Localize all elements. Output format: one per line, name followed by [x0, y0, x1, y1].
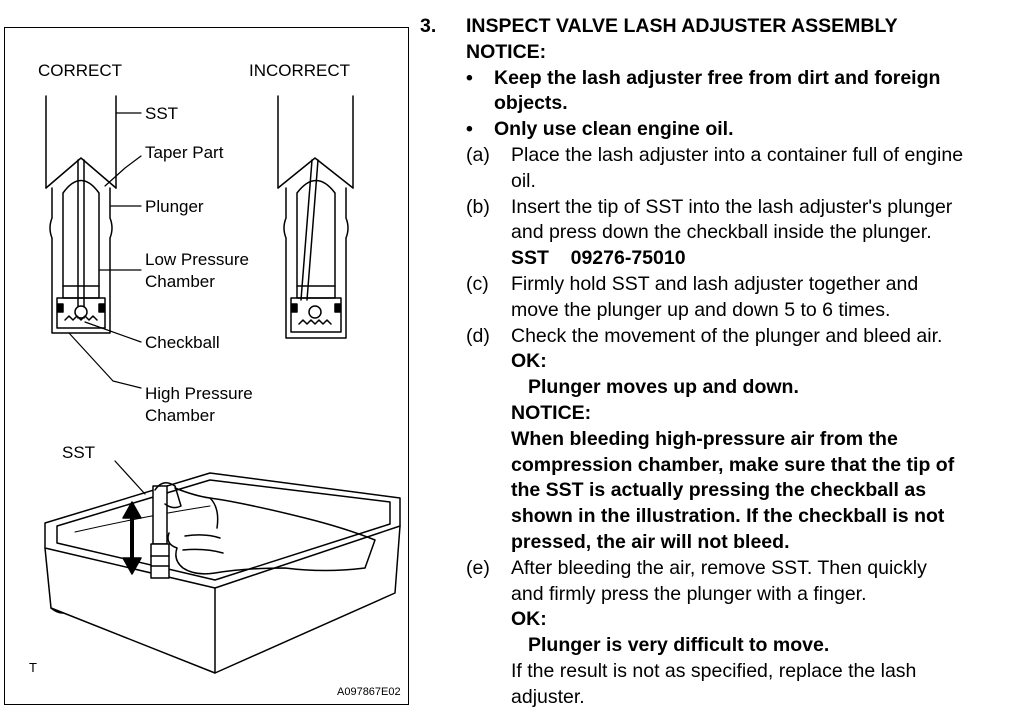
incorrect-adjuster-drawing [277, 95, 354, 339]
figure-code: A097867E02 [337, 686, 401, 698]
plunger-label: Plunger [145, 197, 204, 216]
up-down-arrow-icon [122, 501, 142, 575]
step-e-line-1: (e) After bleeding the air, remove SST. … [420, 556, 1020, 582]
low-pressure-label-1: Low Pressure [145, 250, 249, 269]
step-d-ok-label: OK: [511, 350, 547, 373]
low-pressure-label-2: Chamber [145, 272, 215, 291]
bullet-icon: • [466, 118, 473, 141]
step-c-line-2: move the plunger up and down 5 to 6 time… [511, 298, 891, 321]
high-pressure-label-1: High Pressure [145, 384, 253, 403]
sst-part-number: SST 09276-75010 [511, 247, 686, 270]
step-d-line-1: (d) Check the movement of the plunger an… [420, 324, 1020, 350]
sst-bottom-label: SST [62, 443, 96, 462]
checkball-label: Checkball [145, 333, 220, 352]
step-c-line-1: (c) Firmly hold SST and lash adjuster to… [420, 272, 1020, 298]
step-d-ok-text: Plunger moves up and down. [528, 376, 799, 399]
step-b-line-2: and press down the checkball inside the … [511, 221, 932, 244]
step-a-line-1: (a) Place the lash adjuster into a conta… [420, 143, 1020, 169]
section-title: INSPECT VALVE LASH ADJUSTER ASSEMBLY [466, 15, 898, 37]
section-heading: 3. INSPECT VALVE LASH ADJUSTER ASSEMBLY [420, 14, 1020, 40]
step-d-notice-line-1: When bleeding high-pressure air from the [511, 427, 898, 450]
leader-lines [68, 112, 146, 495]
step-d-notice-line-2: compression chamber, make sure that the … [511, 453, 955, 476]
bullet-1-line-2: objects. [494, 92, 568, 115]
bullet-2: • Only use clean engine oil. [420, 117, 1020, 143]
step-a-marker: (a) [466, 143, 490, 166]
step-e-result-line-2: adjuster. [511, 685, 585, 708]
procedure-text: 3. INSPECT VALVE LASH ADJUSTER ASSEMBLY … [420, 14, 1020, 711]
bullet-1-line-1: • Keep the lash adjuster free from dirt … [420, 66, 1020, 92]
incorrect-label: INCORRECT [249, 61, 351, 80]
step-d-marker: (d) [466, 324, 490, 347]
step-e-ok-label: OK: [511, 608, 547, 631]
bullet-icon: • [466, 66, 473, 89]
sst-top-label: SST [145, 104, 179, 123]
lash-adjuster-illustration [44, 95, 401, 674]
step-e-line-2: and firmly press the plunger with a fing… [511, 582, 867, 605]
step-c-marker: (c) [466, 272, 489, 295]
illustration-panel: CORRECT INCORRECT SST Taper Part Plunger… [4, 27, 409, 705]
step-b-line-1: (b) Insert the tip of SST into the lash … [420, 195, 1020, 221]
taper-part-label: Taper Part [145, 143, 224, 162]
oil-container-drawing [44, 472, 401, 674]
step-d-notice-line-3: the SST is actually pressing the checkba… [511, 479, 927, 502]
step-b-marker: (b) [466, 195, 490, 218]
step-d-notice-label: NOTICE: [511, 401, 592, 424]
high-pressure-label-2: Chamber [145, 406, 215, 425]
step-e-ok-text: Plunger is very difficult to move. [528, 634, 830, 657]
step-d-notice-line-4: shown in the illustration. If the checkb… [511, 505, 945, 528]
section-number: 3. [420, 15, 437, 37]
step-e-marker: (e) [466, 556, 490, 579]
corner-mark: T [29, 660, 37, 675]
step-a-line-2: oil. [511, 169, 536, 192]
notice-heading: NOTICE: [466, 40, 547, 63]
step-d-notice-line-5: pressed, the air will not bleed. [511, 530, 790, 553]
correct-adjuster-drawing [45, 95, 117, 334]
correct-label: CORRECT [38, 61, 123, 80]
step-e-result-line-1: If the result is not as specified, repla… [511, 659, 917, 682]
